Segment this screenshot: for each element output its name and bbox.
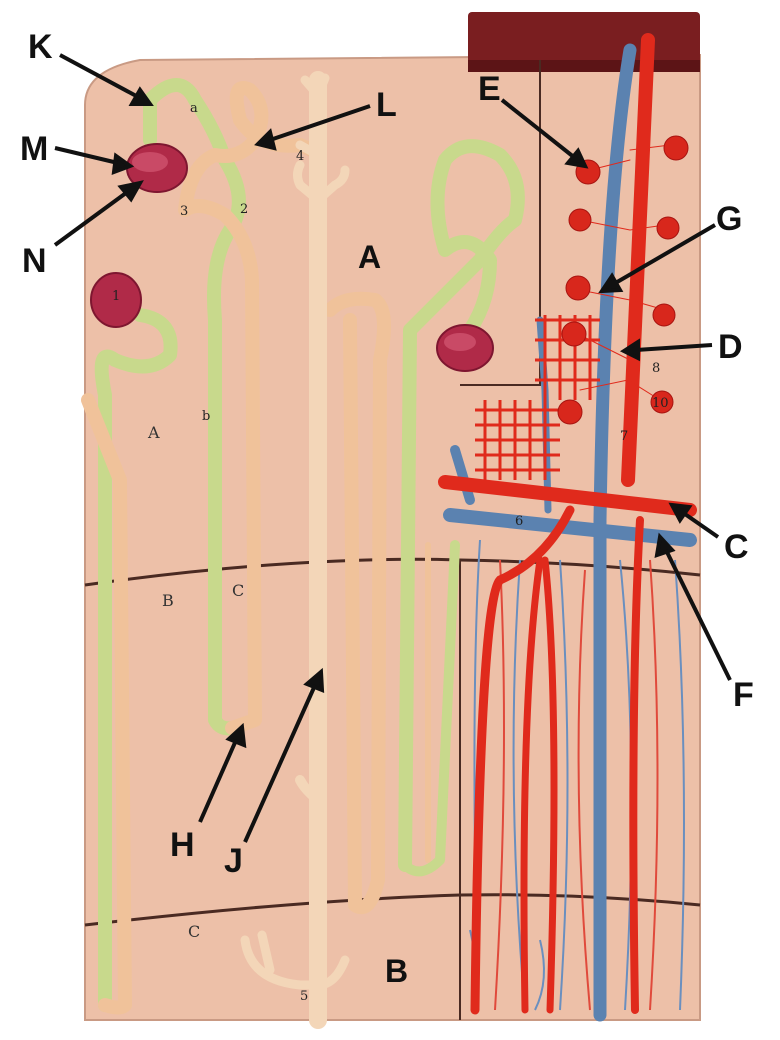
zone-mark-c2: C (188, 922, 200, 941)
mark-b: b (202, 409, 210, 424)
zone-mark-c1: C (232, 581, 244, 600)
right-proximal-tubule (398, 139, 525, 872)
nephron-tubules (81, 71, 525, 1029)
mark-a: a (190, 101, 198, 116)
label-a: A (358, 239, 381, 275)
zone-mark-b: B (162, 591, 174, 610)
left-proximal-tubule (94, 308, 178, 1012)
label-f: F (733, 676, 754, 714)
model-markings: 1 2 3 4 5 6 7 8 10 a b A B C C (112, 101, 669, 1004)
label-k: K (28, 28, 53, 66)
middle-distal-tubule (178, 81, 319, 735)
renal-corpuscles (90, 143, 494, 372)
mark-2: 2 (240, 202, 248, 217)
label-n: N (22, 242, 47, 280)
middle-proximal-tubule (143, 78, 246, 736)
mark-8: 8 (652, 361, 660, 376)
right-loop (323, 291, 391, 915)
callout-labels: K M N L A E G D C F H J B (20, 28, 754, 989)
callout-arrows (53, 53, 732, 843)
label-c: C (724, 528, 749, 566)
left-distal-tubule (81, 393, 132, 1015)
label-g: G (716, 200, 742, 238)
arteries (438, 33, 697, 1015)
zone-lines (84, 557, 701, 1020)
mark-4: 4 (296, 149, 304, 164)
label-l: L (376, 86, 397, 124)
zone-mark-a: A (147, 423, 160, 442)
mark-7: 7 (620, 429, 628, 444)
left-glomerulus (90, 272, 142, 328)
mark-3: 3 (180, 204, 188, 219)
vasa-recta-thin (469, 539, 685, 1011)
mark-6: 6 (515, 514, 523, 529)
mark-1: 1 (112, 289, 120, 304)
mark-5: 5 (300, 989, 308, 1004)
label-b: B (385, 953, 408, 989)
label-h: H (170, 826, 195, 864)
label-j: J (224, 842, 243, 880)
mark-10: 10 (652, 396, 669, 411)
label-d: D (718, 328, 743, 366)
label-m: M (20, 130, 48, 168)
label-e: E (478, 70, 501, 108)
